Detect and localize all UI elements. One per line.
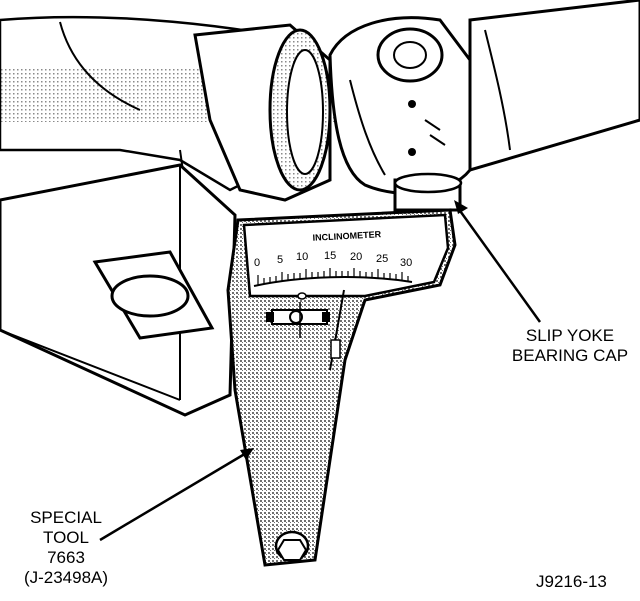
special-tool-label: SPECIAL TOOL 7663 (J-23498A) <box>6 508 126 588</box>
indicator-clip <box>330 339 341 359</box>
propeller-shaft <box>468 0 640 173</box>
callout-line: (J-23498A) <box>23 568 109 587</box>
scale-label-15: 15 <box>324 250 336 262</box>
mount-hole <box>110 274 190 318</box>
inclinometer-scale: 0 5 10 15 20 25 30 <box>254 250 412 269</box>
scale-label-5: 5 <box>277 254 283 266</box>
callout-line: 7663 <box>47 548 85 567</box>
pointer-pivot <box>297 292 307 300</box>
yoke-ribs <box>349 79 446 176</box>
special-tool-arrowhead <box>240 448 254 460</box>
scale-label-25: 25 <box>376 253 388 265</box>
callout-line: BEARING CAP <box>511 346 629 365</box>
scale-label-10: 10 <box>296 251 308 263</box>
tick-marks <box>257 268 409 285</box>
callout-line: TOOL <box>43 528 89 547</box>
shaft-shading <box>484 29 511 151</box>
figure-id: J9216-13 <box>536 572 607 591</box>
slip-yoke-leader <box>456 207 542 323</box>
callout-line: SPECIAL <box>30 508 102 527</box>
callout-line: SLIP YOKE <box>525 326 615 345</box>
inclinometer-face <box>242 213 450 298</box>
scale-label-30: 30 <box>400 257 412 269</box>
slip-yoke-arrowhead <box>454 200 468 214</box>
yoke-eye-inner <box>393 41 427 69</box>
special-tool-leader <box>99 450 249 542</box>
scale-label-20: 20 <box>350 251 362 263</box>
scale-label-0: 0 <box>254 257 260 269</box>
slip-yoke-bearing-cap-label: SLIP YOKE BEARING CAP <box>505 326 635 366</box>
yoke-bolt <box>408 148 416 156</box>
level-vial <box>266 302 330 338</box>
inclinometer-title: INCLINOMETER <box>312 229 381 243</box>
inclinometer-tool <box>226 208 457 567</box>
housing-ring-inner <box>286 49 324 175</box>
yoke-bolt <box>408 100 416 108</box>
bearing-cap-top <box>393 172 463 194</box>
hex-nut <box>276 539 308 561</box>
